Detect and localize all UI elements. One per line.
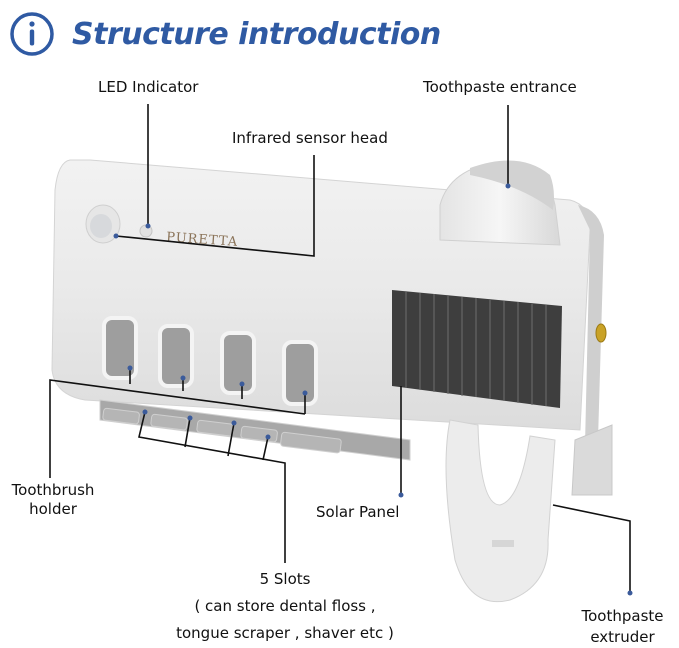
- label-extruder-line2: extruder: [590, 628, 655, 646]
- label-slots-desc-1: ( can store dental floss ,: [194, 597, 376, 615]
- label-toothbrush-holder-line2: holder: [29, 500, 77, 518]
- solar-panel: [392, 290, 562, 408]
- callout-dots: [113, 183, 633, 596]
- infrared-sensor: [85, 204, 121, 244]
- toothpaste-entrance-cup: [439, 160, 561, 246]
- label-led-indicator: LED Indicator: [98, 78, 199, 96]
- label-toothpaste-entrance: Toothpaste entrance: [423, 78, 577, 96]
- label-toothbrush-holder-line1: Toothbrush: [11, 481, 95, 499]
- label-slots-title: 5 Slots: [259, 570, 311, 588]
- gold-screw: [595, 323, 607, 343]
- info-icon: [10, 12, 54, 56]
- header: Structure introduction: [8, 6, 441, 62]
- label-toothbrush-holder: Toothbrush holder: [0, 481, 106, 519]
- toothbrush-holder-slots: [102, 316, 318, 406]
- toothpaste-extruder: [445, 419, 556, 603]
- label-infrared-sensor: Infrared sensor head: [232, 129, 388, 147]
- callout-lines: [49, 104, 631, 593]
- page-title: Structure introduction: [72, 16, 441, 52]
- label-solar-panel: Solar Panel: [316, 503, 400, 521]
- brand-logo: PURETTA: [166, 230, 239, 250]
- label-5-slots: 5 Slots ( can store dental floss , tongu…: [140, 566, 430, 647]
- label-toothpaste-extruder: Toothpaste extruder: [570, 606, 675, 648]
- label-extruder-line1: Toothpaste: [581, 607, 664, 625]
- label-slots-desc-2: tongue scraper , shaver etc ): [176, 624, 394, 642]
